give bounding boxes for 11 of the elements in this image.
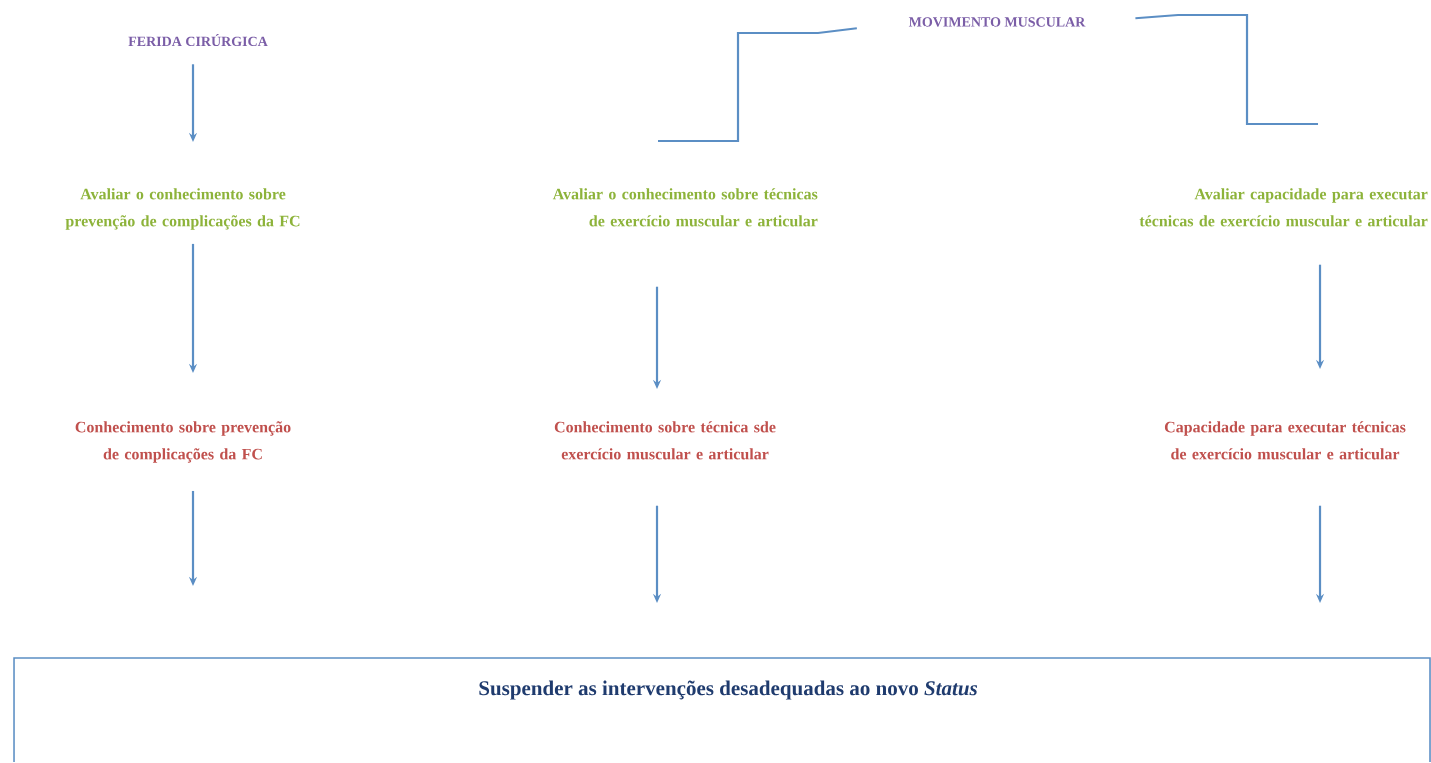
outcome-text: Conhecimento sobre prevenção de complicações da FC <box>75 421 291 463</box>
outcome-text: Conhecimento sobre técnica sde exercício muscular e articular <box>554 421 776 460</box>
assessment-text: Avaliar capacidade para executar técnicas de exercício muscular e articular <box>1139 188 1428 227</box>
step-line <box>1135 13 1318 126</box>
heading-text: FERIDA CIRÚRGICA <box>128 33 268 47</box>
assessment-text: Avaliar o conhecimento sobre prevenção de complicações da FC <box>65 188 300 230</box>
step-line <box>658 27 857 143</box>
status-box: Suspender as intervenções desadequadas ao novo Status <box>13 657 1431 763</box>
outcome-text: Capacidade para executar técnicas de exercício muscular e articular <box>1164 421 1406 460</box>
heading-text: MOVIMENTO MUSCULAR <box>908 17 1086 27</box>
assessment-text: Avaliar o conhecimento sobre técnicas de exercício muscular e articular <box>552 188 818 227</box>
